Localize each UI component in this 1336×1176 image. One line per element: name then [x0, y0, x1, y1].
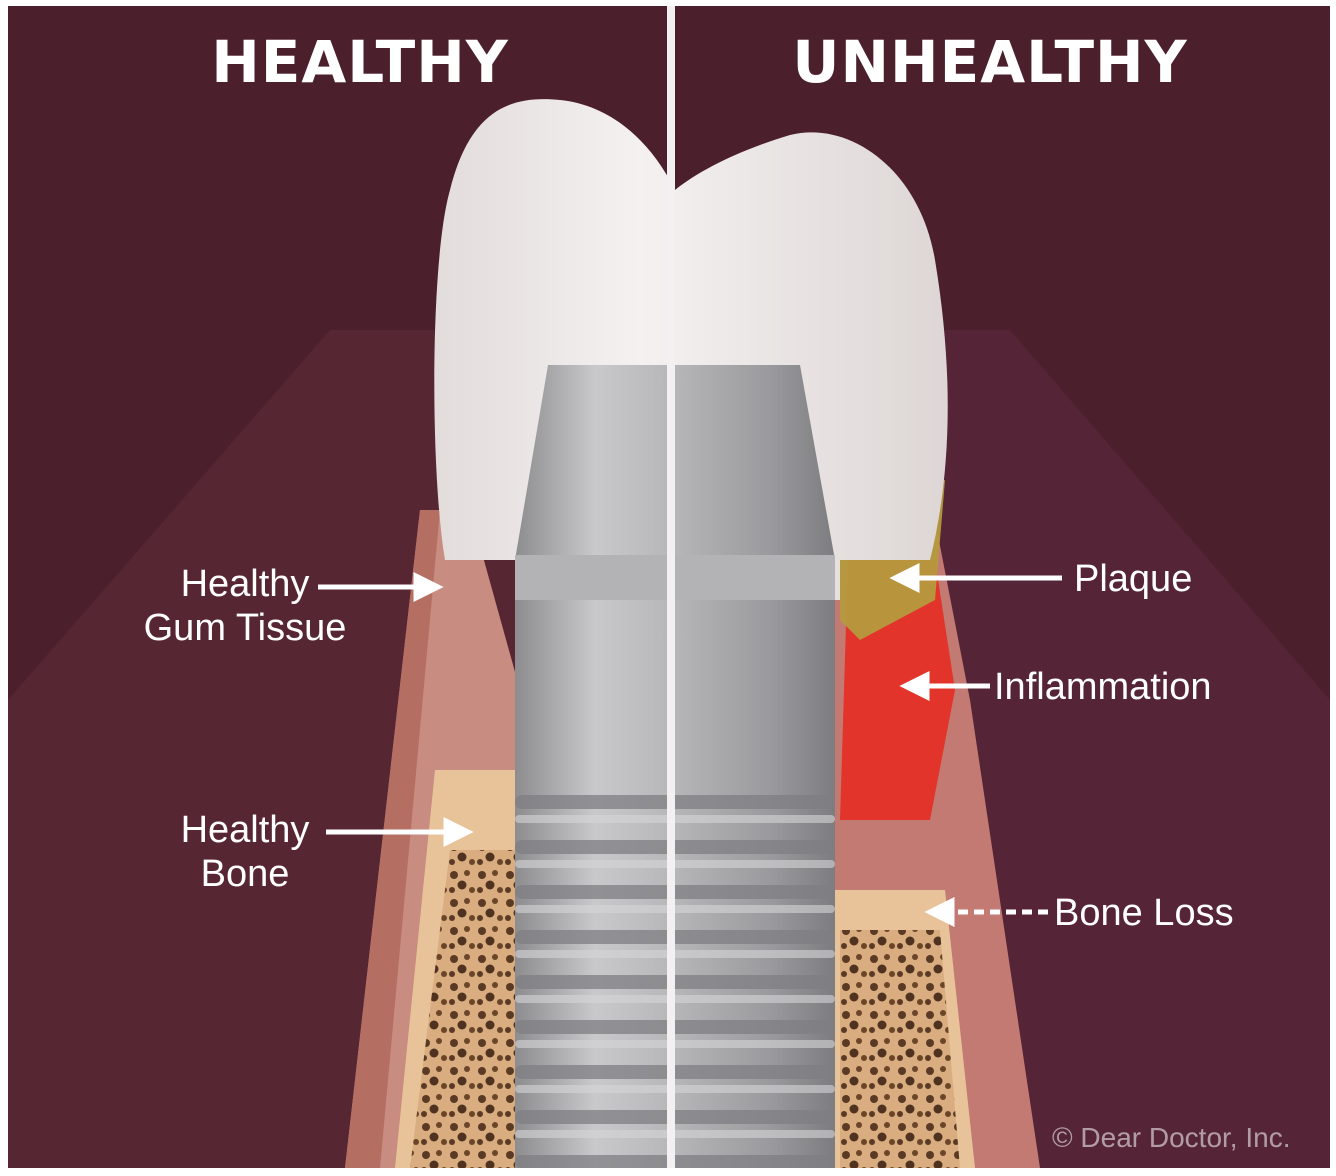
label-healthy-gum: Healthy Gum Tissue: [130, 562, 360, 650]
label-healthy-bone-line1: Healthy: [160, 808, 330, 852]
center-divider: [667, 6, 675, 1168]
label-healthy-gum-line1: Healthy: [130, 562, 360, 606]
label-healthy-gum-line2: Gum Tissue: [130, 606, 360, 650]
label-inflammation: Inflammation: [994, 665, 1212, 709]
label-healthy-bone: Healthy Bone: [160, 808, 330, 896]
right-bone-spongy: [840, 930, 960, 1168]
label-healthy-bone-line2: Bone: [160, 852, 330, 896]
header-unhealthy: UNHEALTHY: [790, 28, 1190, 96]
header-healthy: HEALTHY: [200, 28, 520, 96]
label-plaque: Plaque: [1074, 557, 1192, 601]
label-bone-loss: Bone Loss: [1054, 891, 1234, 935]
copyright-credit: © Dear Doctor, Inc.: [1052, 1122, 1291, 1154]
